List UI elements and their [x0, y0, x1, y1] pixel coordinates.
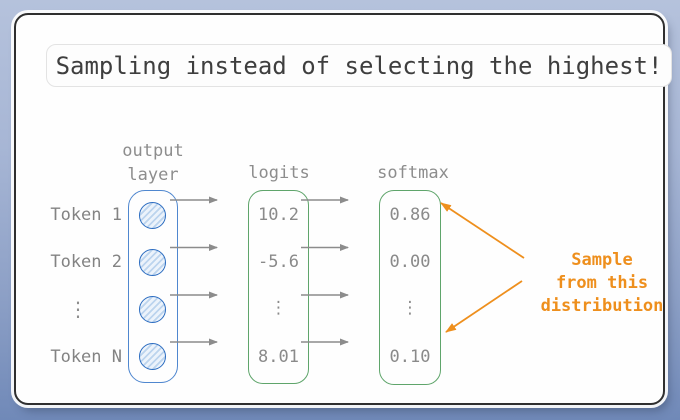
softmax-value: 0.10	[389, 347, 431, 367]
token-row-label: Token 1	[50, 205, 122, 225]
neuron-icon	[139, 249, 166, 276]
logits-label: logits	[248, 163, 310, 183]
neuron-icon	[139, 296, 166, 323]
softmax-value: 0.00	[389, 252, 431, 272]
logit-value: 8.01	[258, 347, 299, 367]
softmax-value: 0.86	[389, 205, 431, 225]
neuron-icon	[139, 202, 166, 229]
token-ellipsis: ⋮	[68, 297, 88, 321]
output-layer-box	[128, 190, 178, 383]
token-row-label: Token 2	[50, 252, 122, 272]
logit-value: 10.2	[258, 205, 299, 225]
page-title: Sampling instead of selecting the highes…	[55, 51, 663, 80]
softmax-label: softmax	[377, 163, 449, 183]
output-layer-label: output layer	[122, 141, 184, 185]
diagram-card: Sampling instead of selecting the highes…	[14, 13, 672, 405]
softmax-box	[379, 190, 441, 385]
logits-box	[248, 190, 309, 384]
title-box: Sampling instead of selecting the highes…	[46, 44, 672, 87]
neuron-icon	[139, 343, 166, 370]
logit-value: -5.6	[258, 252, 299, 272]
token-row-label: Token N	[50, 347, 122, 367]
logits-ellipsis: ⋮	[270, 298, 287, 318]
softmax-ellipsis: ⋮	[401, 298, 419, 318]
sample-annotation: Sample from this distribution	[540, 250, 664, 316]
